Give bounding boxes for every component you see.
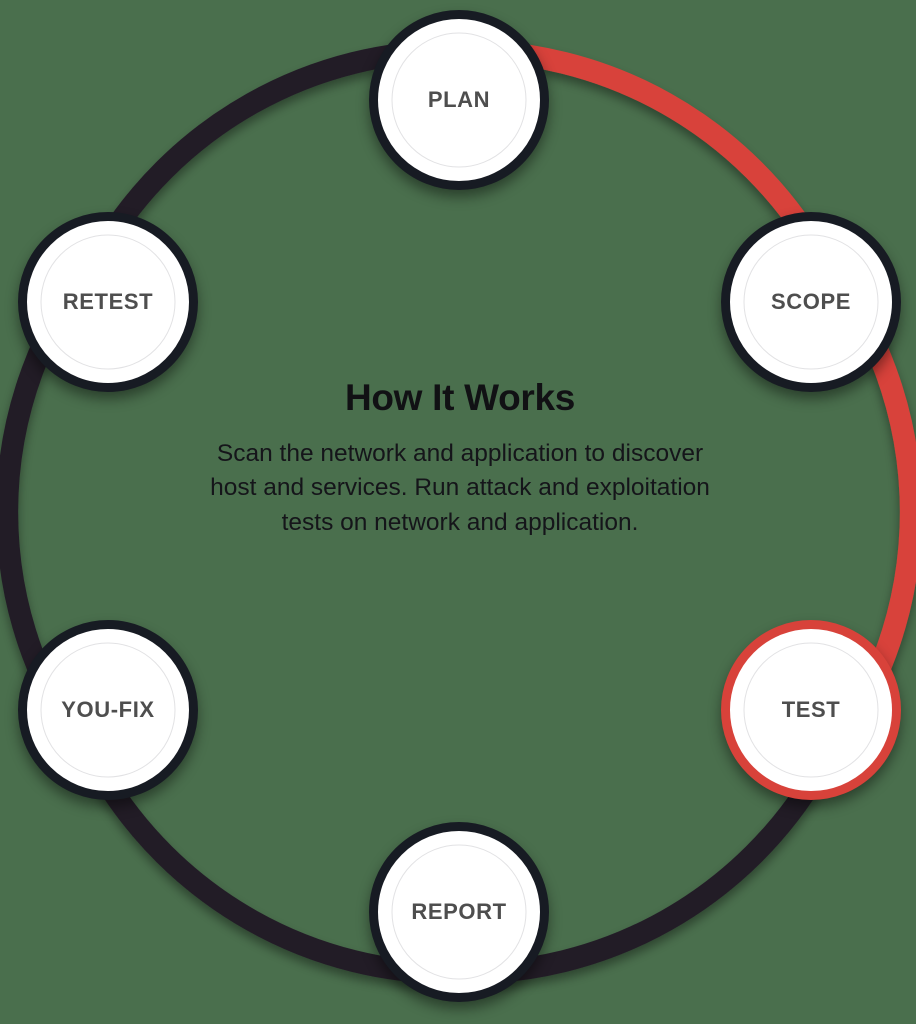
center-text-block: How It Works Scan the network and applic… — [180, 377, 740, 541]
page-title: How It Works — [344, 377, 576, 418]
cycle-node-label: REPORT — [411, 899, 507, 924]
cycle-node-label: PLAN — [427, 87, 491, 112]
cycle-node-label: SCOPE — [770, 289, 852, 314]
cycle-node-label: YOU-FIX — [61, 697, 155, 722]
cycle-node-plan[interactable]: PLAN — [369, 10, 549, 190]
cycle-node-report[interactable]: REPORT — [369, 822, 549, 1002]
cycle-node-youfix[interactable]: YOU-FIX — [18, 620, 198, 800]
cycle-node-retest[interactable]: RETEST — [18, 212, 198, 392]
description-text: Scan the network and application to disc… — [210, 439, 710, 537]
cycle-node-label: TEST — [781, 697, 841, 722]
cycle-node-test[interactable]: TEST — [721, 620, 901, 800]
cycle-node-scope[interactable]: SCOPE — [721, 212, 901, 392]
cycle-node-label: RETEST — [62, 289, 154, 314]
